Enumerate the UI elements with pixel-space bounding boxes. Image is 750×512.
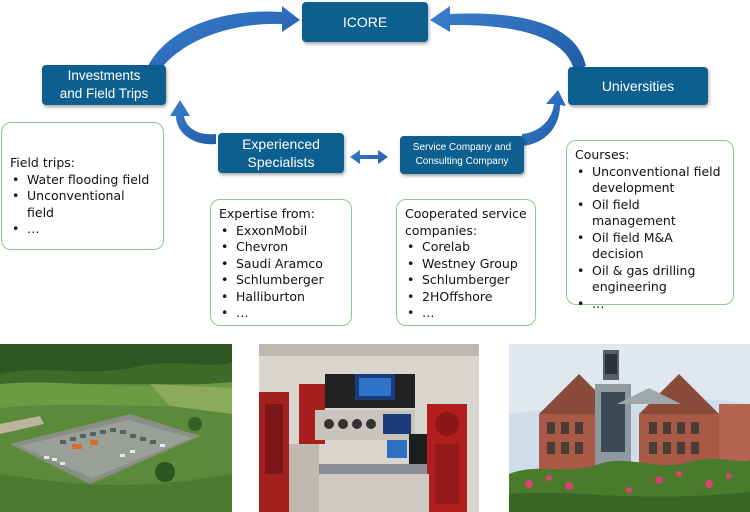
node-universities: Universities — [568, 67, 708, 105]
card-expertise-list: ExxonMobil Chevron Saudi Aramco Schlumbe… — [219, 223, 343, 322]
list-item: Schlumberger — [405, 272, 527, 289]
arrow-universities-to-icore — [430, 6, 586, 70]
card-cooperated-list: Corelab Westney Group Schlumberger 2HOff… — [405, 239, 527, 322]
list-item: … — [405, 305, 527, 322]
list-item: 2HOffshore — [405, 289, 527, 306]
arrow-service-to-universities — [522, 90, 566, 146]
list-item: Schlumberger — [219, 272, 343, 289]
card-cooperated-heading-line-1: Cooperated service — [405, 206, 527, 221]
node-investments-line-2: and Field Trips — [59, 86, 149, 101]
list-item: Corelab — [405, 239, 527, 256]
list-item: Westney Group — [405, 256, 527, 273]
node-service-line-2: Consulting Company — [415, 156, 509, 167]
list-item: … — [219, 305, 343, 322]
list-item: Unconventional field development — [575, 164, 725, 197]
list-item: Halliburton — [219, 289, 343, 306]
node-service-line-1: Service Company and — [412, 142, 512, 153]
double-arrow-specialists-service — [350, 150, 388, 164]
node-specialists: Experienced Specialists — [218, 133, 344, 173]
photo-aerial-oilfield — [0, 344, 232, 512]
card-expertise: Expertise from: ExxonMobil Chevron Saudi… — [210, 199, 352, 326]
list-item: Chevron — [219, 239, 343, 256]
list-item: Oil & gas drilling engineering — [575, 263, 725, 296]
node-icore: ICORE — [302, 2, 428, 42]
card-courses-list: Unconventional field development Oil fie… — [575, 164, 725, 313]
node-specialists-line-1: Experienced — [242, 136, 320, 152]
list-item: ExxonMobil — [219, 223, 343, 240]
list-item: … — [10, 221, 155, 238]
node-icore-label: ICORE — [342, 14, 388, 30]
card-cooperated: Cooperated service companies: Corelab We… — [396, 199, 536, 326]
node-investments-line-1: Investments — [67, 68, 141, 83]
node-service: Service Company and Consulting Company — [400, 136, 524, 174]
list-item: Unconventional field — [10, 188, 155, 221]
photo-university-building — [509, 344, 750, 512]
card-cooperated-heading-line-2: companies: — [405, 222, 478, 238]
card-expertise-heading: Expertise from: — [219, 206, 315, 221]
arrow-investments-to-icore — [148, 6, 300, 70]
card-courses-heading: Courses: — [575, 147, 630, 162]
list-item: Water flooding field — [10, 172, 155, 189]
card-courses: Courses: Unconventional field developmen… — [566, 140, 734, 312]
list-item: … — [575, 296, 725, 313]
card-field-trips: Field trips: Water flooding field Unconv… — [1, 122, 164, 250]
list-item: Saudi Aramco — [219, 256, 343, 273]
list-item: Oil field management — [575, 197, 725, 230]
node-specialists-line-2: Specialists — [247, 154, 315, 170]
card-field-trips-list: Water flooding field Unconventional fiel… — [10, 172, 155, 238]
photo-drilling-simulator — [259, 344, 479, 512]
list-item: Oil field M&A decision — [575, 230, 725, 263]
card-field-trips-heading: Field trips: — [10, 155, 75, 170]
node-universities-label: Universities — [601, 78, 675, 94]
node-investments: Investments and Field Trips — [42, 65, 166, 105]
arrow-specialists-to-investments — [170, 100, 216, 145]
